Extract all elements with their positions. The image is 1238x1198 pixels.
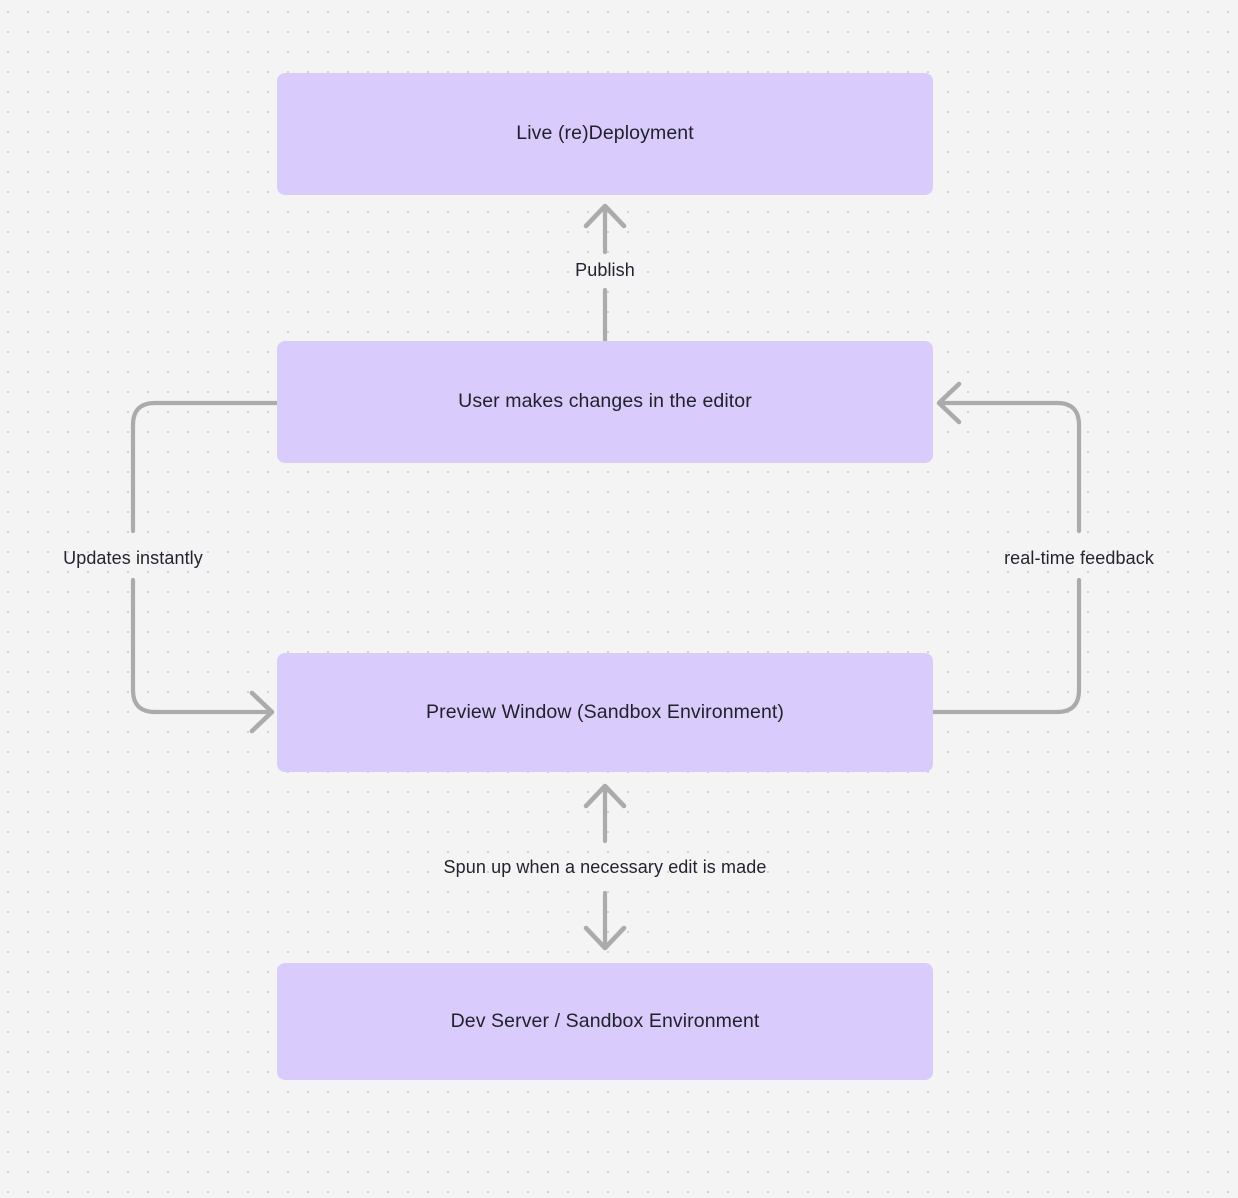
node-live-redeployment-label: Live (re)Deployment (516, 122, 694, 145)
node-live-redeployment[interactable]: Live (re)Deployment (277, 73, 933, 195)
edge-updates-upper-segment (130, 400, 280, 534)
edge-realtime-lower-segment (930, 577, 1082, 715)
edge-label-updates-instantly: Updates instantly (63, 548, 203, 568)
edge-updates-arrowhead-icon (249, 690, 275, 734)
node-dev-server[interactable]: Dev Server / Sandbox Environment (277, 963, 933, 1080)
edge-spun-down-arrowhead-icon (583, 925, 627, 951)
node-dev-server-label: Dev Server / Sandbox Environment (450, 1009, 760, 1032)
edge-updates-lower-segment (130, 577, 274, 715)
node-user-makes-changes[interactable]: User makes changes in the editor (277, 341, 933, 463)
node-preview-window[interactable]: Preview Window (Sandbox Environment) (277, 653, 933, 772)
edge-publish-arrowhead-icon (583, 203, 627, 229)
edge-label-real-time-feedback: real-time feedback (1004, 548, 1154, 568)
edge-realtime-upper-segment (937, 400, 1082, 534)
edge-label-spun-up: Spun up when a necessary edit is made (443, 857, 767, 877)
edge-spun-up-arrowhead-icon (583, 783, 627, 809)
edge-realtime-arrowhead-icon (936, 381, 962, 425)
node-user-makes-changes-label: User makes changes in the editor (458, 390, 752, 413)
edge-label-publish: Publish (575, 260, 635, 280)
node-preview-window-label: Preview Window (Sandbox Environment) (426, 700, 784, 723)
